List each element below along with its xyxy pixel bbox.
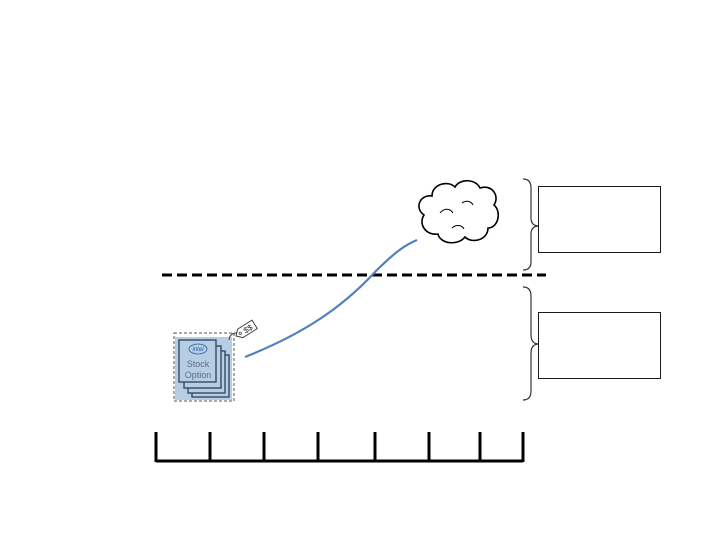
intel-logo-icon: intel xyxy=(188,343,208,355)
price-tag-icon: $$ xyxy=(228,319,258,341)
label-box-top xyxy=(538,186,661,253)
growth-curve xyxy=(244,238,418,359)
svg-text:intel: intel xyxy=(192,347,204,353)
brace-bottom xyxy=(522,286,540,401)
label-box-bottom xyxy=(538,312,661,379)
stock-option-stack: intel Stock Option xyxy=(173,332,235,402)
brace-top xyxy=(522,178,540,271)
timeline-axis xyxy=(154,432,525,463)
stock-option-line1: Stock xyxy=(187,359,210,369)
stock-option-line2: Option xyxy=(185,370,212,380)
cloud-icon xyxy=(418,179,500,244)
